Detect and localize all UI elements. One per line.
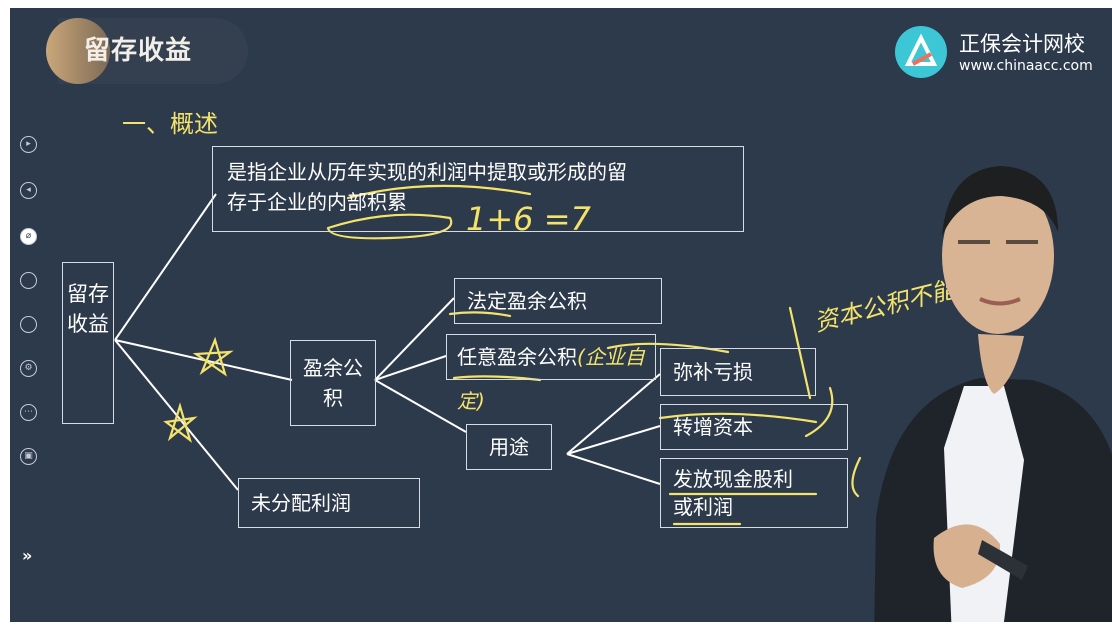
surplus-reserve-node: 盈余公积 — [290, 340, 376, 426]
title-ornament — [46, 18, 110, 84]
definition-box: 是指企业从历年实现的利润中提取或形成的留 存于企业的内部积累 — [212, 146, 744, 232]
presenter-image — [874, 166, 1112, 622]
undistributed-profit-node: 未分配利润 — [238, 478, 420, 528]
screen-icon[interactable]: ▣ — [20, 448, 37, 465]
back-icon[interactable]: ◂ — [20, 182, 37, 199]
circle-icon-2[interactable] — [20, 316, 37, 333]
play-icon[interactable]: ▸ — [20, 136, 37, 153]
root-node: 留存收益 — [62, 262, 114, 424]
video-frame: 留存收益 正保会计网校 www.chinaacc.com 一、概述 ▸ ◂ ⌀ … — [10, 8, 1112, 622]
diagram-lines: 1+6 =7 — [114, 184, 862, 526]
uses-node: 用途 — [466, 424, 552, 470]
discretionary-reserve-node: 任意盈余公积(企业自定) — [446, 334, 656, 413]
statutory-reserve-node: 法定盈余公积 — [454, 278, 662, 324]
circle-icon[interactable] — [20, 272, 37, 289]
logo-icon — [895, 26, 947, 78]
brand-logo: 正保会计网校 www.chinaacc.com — [895, 24, 1095, 86]
logo-name: 正保会计网校 — [959, 32, 1085, 56]
expand-icon[interactable]: » — [22, 546, 33, 565]
slide-title: 留存收益 — [84, 36, 193, 66]
use-increase-capital: 转增资本 — [660, 404, 848, 450]
use-cash-dividend: 发放现金股利 或利润 — [660, 458, 848, 528]
handwritten-note: (企业自定) — [457, 345, 645, 413]
settings-icon[interactable]: ⚙ — [20, 360, 37, 377]
logo-url: www.chinaacc.com — [959, 58, 1093, 74]
definition-line2: 存于企业的内部积累 — [227, 190, 407, 214]
section-heading: 一、概述 — [122, 110, 218, 138]
more-icon[interactable]: ⋯ — [20, 404, 37, 421]
use-offset-losses: 弥补亏损 — [660, 348, 816, 396]
pen-icon[interactable]: ⌀ — [20, 228, 37, 245]
definition-line1: 是指企业从历年实现的利润中提取或形成的留 — [227, 160, 627, 184]
